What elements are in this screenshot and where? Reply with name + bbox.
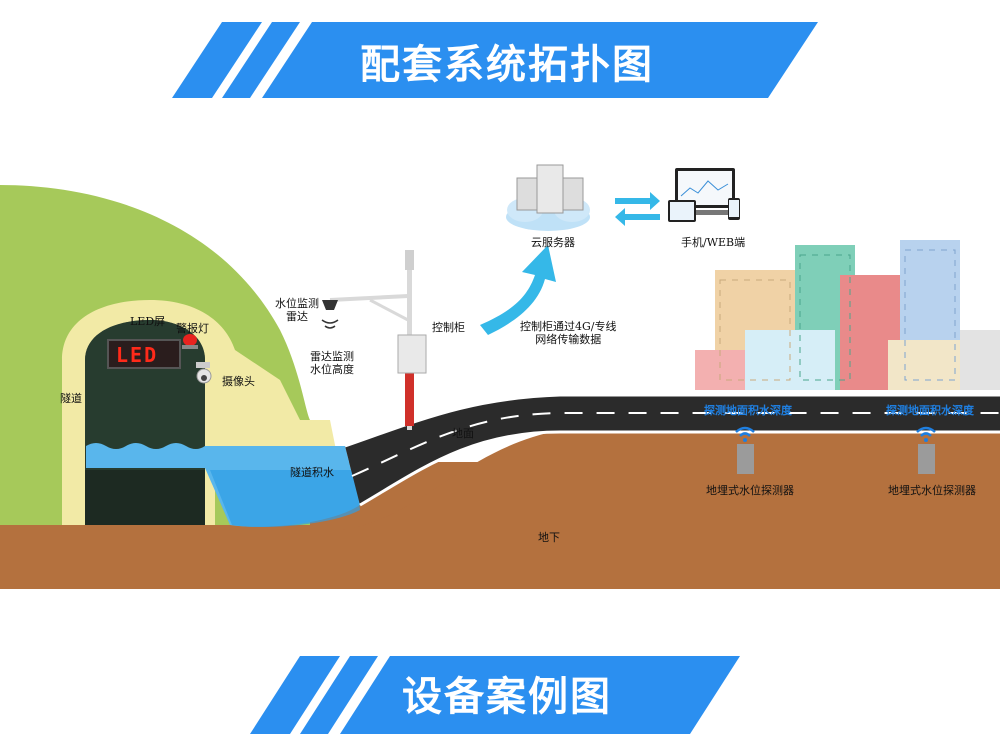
road-edge-bottom [359,430,1000,507]
control-cabinet-label: 控制柜 [432,321,465,334]
pole-top [405,250,414,270]
top-banner-body [262,22,818,98]
radar-measure-line2: 水位高度 [310,363,354,376]
radar-arm-brace [369,298,409,322]
warning-light-base [182,345,198,349]
sensor-2 [916,426,936,474]
transmit-label-line1: 控制柜通过4G/专线 [520,320,617,333]
road-surface [345,395,1000,505]
bottom-banner-body [340,656,740,734]
top-banner-title: 配套系统拓扑图 [360,42,654,88]
sensor-2-detector-label: 地埋式水位探测器 [888,484,976,497]
pole-base [405,360,414,426]
tunnel-water-inside [86,443,205,468]
transmit-label: 控制柜通过4G/专线 网络传输数据 [520,320,617,346]
client-devices-icon [668,168,740,222]
cloud-server-label: 云服务器 [531,236,575,249]
radar-measure-label: 雷达监测 水位高度 [310,350,354,376]
radar-wave-1 [321,319,339,324]
warning-light-label: 警报灯 [176,322,209,335]
led-screen-label: LED屏 [130,315,166,328]
road-edge-top [344,393,1000,448]
underground-label: 地下 [538,531,560,544]
radar-label-line2: 雷达 [286,310,308,323]
transmit-arrow [480,245,556,335]
sensor-1-detector-label: 地埋式水位探测器 [706,484,794,497]
sensor-2-depth-label: 探测地面积水深度 [886,404,974,417]
bottom-banner-title: 设备案例图 [402,674,612,720]
sync-arrows-icon [615,192,660,226]
client-label: 手机/WEB端 [681,236,746,249]
road-center-line [351,412,1000,477]
radar-sensor-icon [322,300,338,310]
city-buildings [695,240,1000,390]
led-display-text: LED [116,343,159,367]
ground-surface-label: 地面 [452,427,474,440]
top-banner-stripe-1 [172,22,262,98]
tunnel-water-deep [210,470,360,528]
radar-measure-line1: 雷达监测 [310,350,354,363]
led-screen [107,339,181,369]
radar-label-line1: 水位监测 [275,297,319,310]
bottom-banner-shape [250,656,740,734]
camera-label: 摄像头 [222,375,255,388]
radar-label: 水位监测 雷达 [275,297,319,323]
radar-arm [329,294,409,302]
radar-wave-2 [324,325,336,329]
top-banner-stripe-2 [222,22,300,98]
warning-light [183,334,197,346]
transmit-label-line2: 网络传输数据 [535,333,602,346]
bottom-banner-stripe-2 [300,656,378,734]
top-banner-shape [172,22,818,98]
sensor-1 [735,426,755,474]
cloud-server-icon [506,164,590,231]
control-cabinet [397,334,427,374]
bottom-banner-stripe-1 [250,656,340,734]
tunnel-water-label: 隧道积水 [290,466,334,479]
sensor-1-depth-label: 探测地面积水深度 [704,404,792,417]
camera-icon [196,362,212,384]
tunnel-label: 隧道 [60,392,82,405]
